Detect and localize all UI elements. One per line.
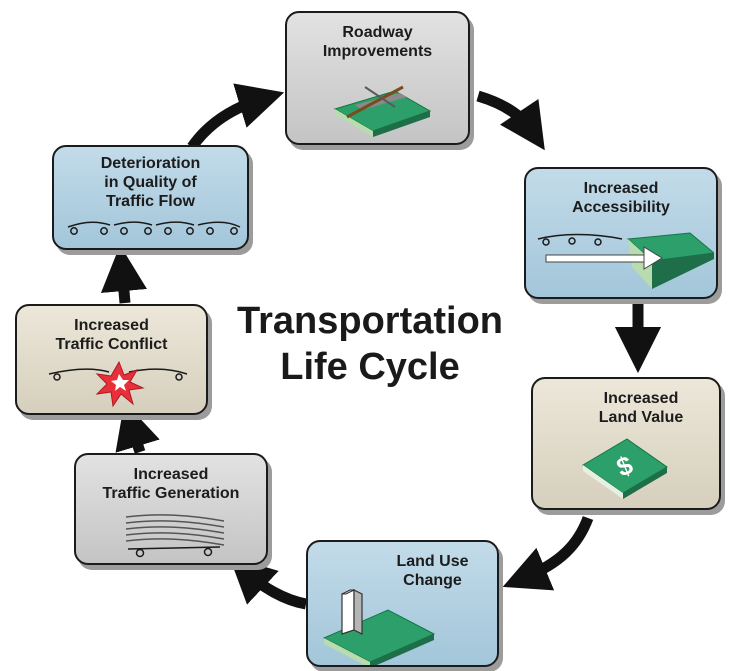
node-land-use-change: Land Use Change <box>306 540 499 667</box>
node-increased-traffic-generation: Increased Traffic Generation <box>74 453 268 565</box>
node-label: Deterioration in Quality of Traffic Flow <box>100 155 201 210</box>
node-deterioration-traffic-flow: Deterioration in Quality of Traffic Flow <box>52 145 249 250</box>
arrow-generation-to-conflict <box>115 401 160 454</box>
arrow-deterioration-to-roadway <box>187 83 285 151</box>
road-construction-icon <box>333 85 432 137</box>
title-line-2: Life Cycle <box>280 346 460 388</box>
arrow-conflict-to-deterioration <box>100 244 147 304</box>
diagram-title: Transportation Life Cycle <box>205 298 535 390</box>
arrow-landuse-to-generation <box>229 556 308 610</box>
building-on-land-icon <box>322 589 436 665</box>
congested-traffic-icon <box>67 221 241 235</box>
arrow-landvalue-to-landuse <box>502 515 594 591</box>
arrow-roadway-to-accessibility <box>476 90 545 151</box>
node-increased-traffic-conflict: Increased Traffic Conflict <box>15 304 208 415</box>
arrow-to-road-icon <box>537 232 714 289</box>
node-label: Increased Accessibility <box>572 180 670 216</box>
node-roadway-improvements: Roadway Improvements <box>285 11 470 145</box>
node-label: Increased Traffic Generation <box>102 466 240 502</box>
node-label: Land Use Change <box>396 553 469 589</box>
node-label: Increased Traffic Conflict <box>55 317 168 353</box>
node-label: Increased Land Value <box>598 390 684 426</box>
traffic-lines-icon <box>125 514 225 558</box>
title-line-1: Transportation <box>236 300 504 342</box>
dollar-on-land-icon: $ <box>582 438 668 499</box>
node-increased-land-value: Increased Land Value $ <box>531 377 721 510</box>
node-label: Roadway Improvements <box>322 24 433 60</box>
node-increased-accessibility: Increased Accessibility <box>524 167 718 299</box>
collision-icon <box>48 360 188 408</box>
